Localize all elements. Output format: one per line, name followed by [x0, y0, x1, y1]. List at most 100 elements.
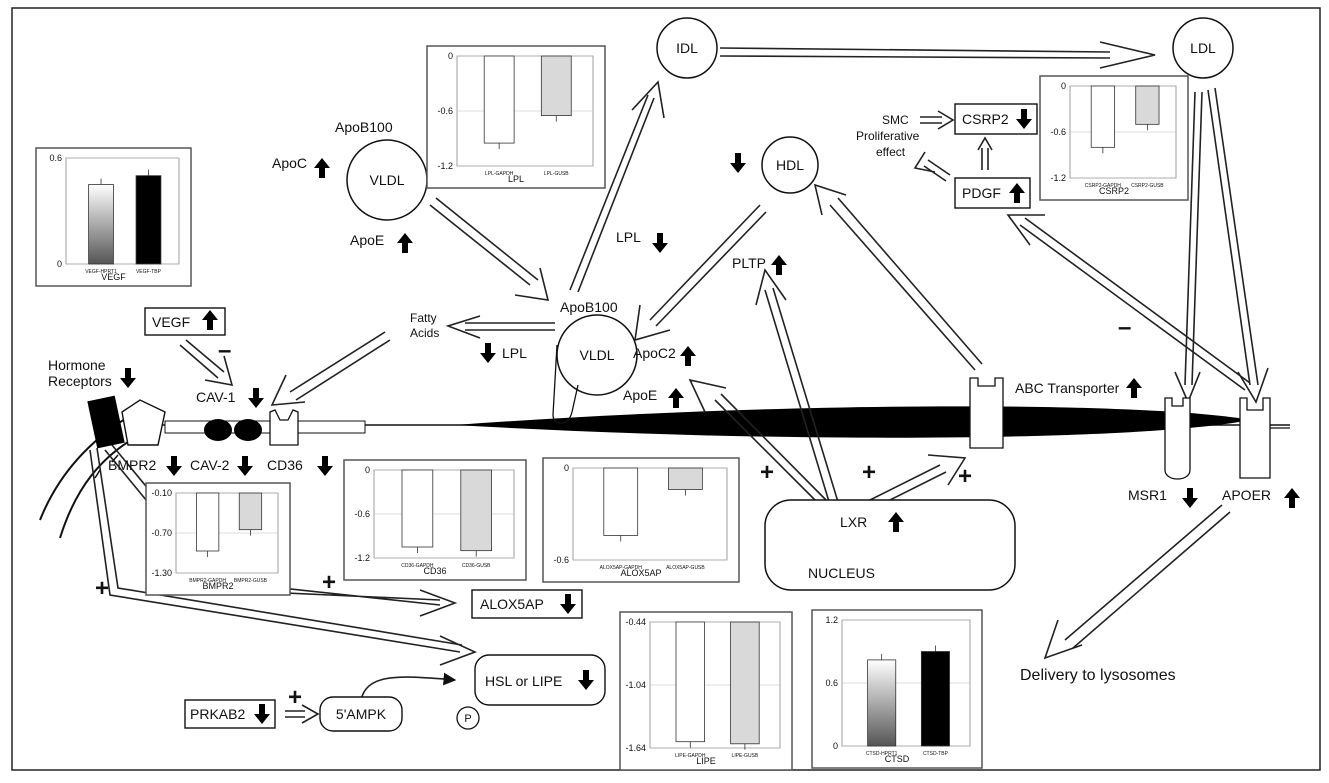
apoe-mid-label: ApoE: [623, 387, 657, 403]
cav2-label: CAV-2: [190, 457, 230, 473]
lpl-b-down-arrow: [480, 343, 496, 363]
chart-title: LIPE: [696, 756, 716, 766]
bmpr2-down-arrow: [166, 456, 182, 476]
y-tick-label: -1.64: [625, 743, 646, 753]
y-tick-label: -1.2: [1050, 173, 1066, 183]
abc-label: ABC Transporter: [1015, 380, 1120, 396]
apob100-top-label: ApoB100: [335, 119, 393, 135]
plus-sign: +: [862, 459, 876, 486]
ampk-label: 5'AMPK: [336, 706, 387, 722]
category-label: ALOX5AP-GAPDH: [600, 565, 643, 571]
y-tick-label: -0.44: [625, 617, 646, 627]
y-tick-label: 0: [57, 259, 62, 269]
hsl-label: HSL or LIPE: [485, 673, 562, 689]
vegf-up-arrow: [202, 310, 218, 330]
pdgf-up-arrow: [1009, 183, 1025, 203]
y-tick-label: -0.6: [553, 555, 569, 565]
phospho-label: P: [464, 713, 471, 725]
category-label: CD36-GAPDH: [401, 563, 434, 569]
membrane-proteins: [87, 377, 1290, 480]
lysosome-label: Delivery to lysosomes: [1020, 667, 1176, 684]
chart-title: ALOX5AP: [620, 568, 661, 578]
y-tick-label: 0: [564, 463, 569, 473]
vldl-tether: [552, 344, 579, 424]
category-label: CTSD-TBP: [923, 751, 949, 757]
cell-membrane: [39, 406, 1290, 539]
y-tick-label: 0: [448, 51, 453, 61]
category-label: BMPR2-GUSB: [234, 578, 268, 584]
lpl-a-down-arrow: [652, 233, 668, 253]
chart-title: VEGF: [101, 272, 126, 282]
chart-title: CSRP2: [1099, 186, 1129, 196]
y-tick-label: -0.6: [1050, 127, 1066, 137]
fatty-label: Fatty: [410, 311, 437, 325]
abc-transporter-shape: [969, 377, 1004, 449]
lxr-label: LXR: [840, 514, 867, 530]
y-tick-label: 1.2: [825, 615, 838, 625]
lpl-b-label: LPL: [502, 345, 527, 361]
lxr-up-arrow: [888, 512, 904, 532]
bar: [1090, 85, 1115, 148]
cav1-down-arrow: [248, 388, 264, 408]
effect-label: effect: [876, 145, 906, 159]
msr1-label: MSR1: [1128, 487, 1167, 503]
smc-label: SMC: [882, 113, 909, 127]
y-tick-label: -1.2: [354, 553, 370, 563]
hdl-down-arrow: [730, 153, 746, 173]
y-tick-label: -1.30: [151, 568, 172, 578]
apoe-top-up-arrow: [397, 233, 413, 253]
abc-up-arrow: [1126, 378, 1142, 398]
vldl-mid-label: VLDL: [579, 347, 614, 363]
category-label: CSRP2-GAPDH: [1085, 183, 1122, 189]
plot-area: [65, 157, 180, 265]
prkab2-label: PRKAB2: [190, 706, 245, 722]
hormone-receptor-shape: [87, 395, 125, 449]
category-label: CSRP2-GUSB: [1131, 183, 1164, 189]
plus-sign: +: [95, 575, 109, 602]
category-label: CTSD-HPRT1: [866, 751, 898, 757]
ldl-label: LDL: [1190, 40, 1216, 56]
y-tick-label: 0.6: [825, 678, 838, 688]
category-label: BMPR2-GAPDH: [189, 578, 226, 584]
hdl-node: [761, 136, 819, 194]
hormone-down-arrow: [120, 368, 136, 388]
category-label: LPL-GUSB: [544, 171, 569, 177]
category-label: LPL-GAPDH: [485, 171, 514, 177]
receptors-label: Receptors: [48, 373, 112, 389]
category-label: ALOX5AP-GUSB: [666, 565, 705, 571]
apob100-mid-label: ApoB100: [560, 299, 618, 315]
bar: [867, 659, 897, 747]
bar: [1135, 85, 1160, 125]
plot-area: [572, 467, 728, 561]
apoe-top-label: ApoE: [350, 232, 384, 248]
hdl-label: HDL: [776, 157, 804, 173]
plus-sign: +: [760, 459, 774, 486]
chart-title: LPL: [508, 174, 524, 184]
category-label: LIPE-GAPDH: [675, 753, 706, 759]
hormone-label: Hormone: [48, 357, 106, 373]
apoc2-label: ApoC2: [633, 345, 676, 361]
phospho-circle: [456, 706, 480, 730]
bar: [730, 621, 760, 745]
minus-sign: –: [1118, 314, 1131, 341]
cav1-shape: [204, 419, 232, 441]
apoer-up-arrow: [1284, 488, 1300, 508]
plus-sign: +: [958, 463, 972, 490]
apoc-up-arrow: [314, 158, 330, 178]
chart-title: CTSD: [885, 754, 910, 764]
y-tick-label: -0.6: [354, 509, 370, 519]
vegf-label: VEGF: [152, 314, 190, 330]
hsl-box: [474, 654, 606, 706]
acids-label: Acids: [410, 326, 439, 340]
bar: [460, 469, 492, 552]
apoc-label: ApoC: [272, 155, 307, 171]
bar: [401, 469, 434, 548]
y-tick-label: -0.70: [151, 528, 172, 538]
